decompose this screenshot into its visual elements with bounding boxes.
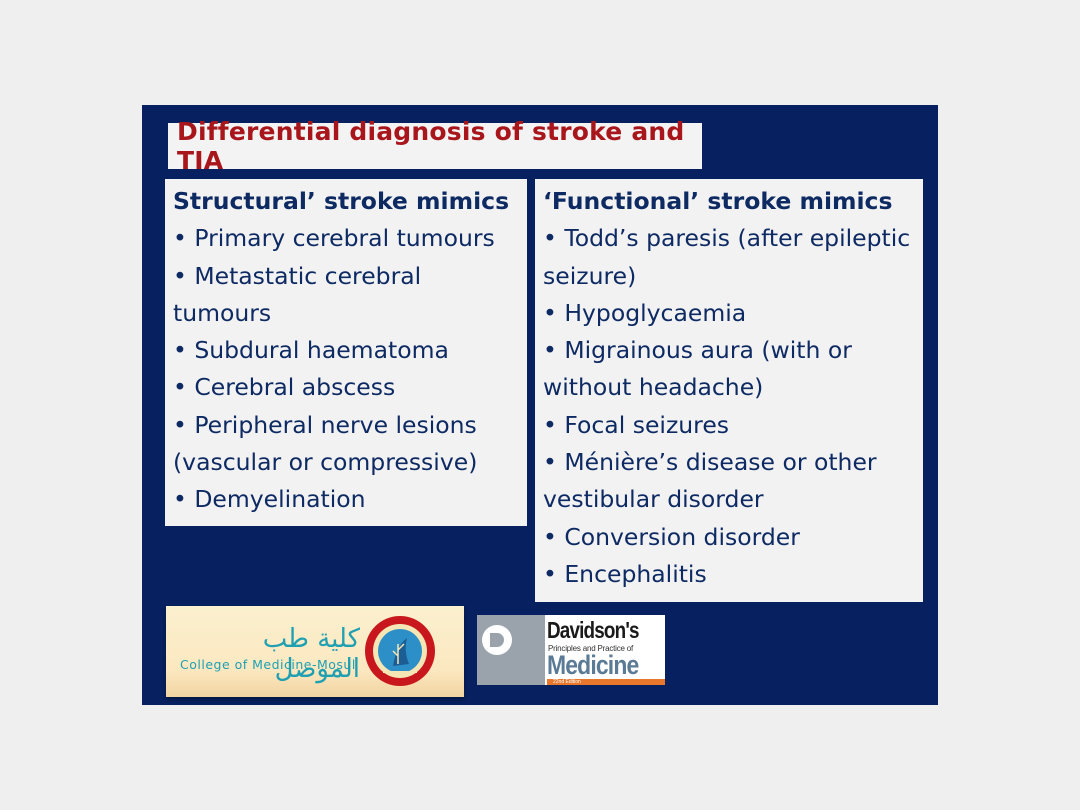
slide-title-box: Differential diagnosis of stroke and TIA [168,117,702,175]
slide: Differential diagnosis of stroke and TIA… [142,105,938,705]
functional-item: • Encephalitis [543,559,707,588]
davidson-edition: 22nd Edition [553,679,581,685]
davidsons-medicine-logo: Davidson's Principles and Practice of Me… [477,615,665,685]
functional-item: • Todd’s paresis (after epileptic seizur… [543,224,911,290]
functional-item: • Migrainous aura (with or without heada… [543,336,852,402]
mosul-seal-icon [365,616,435,686]
structural-mimics-box: Structural’ stroke mimics • Primary cere… [165,179,527,526]
structural-item: • Subdural haematoma [173,336,449,365]
functional-item: • Focal seizures [543,410,730,439]
functional-item: • Hypoglycaemia [543,298,747,327]
structural-item: • Demyelination [173,485,366,514]
functional-heading: ‘Functional’ stroke mimics [543,187,893,215]
mosul-english-name: College of Medicine-Mosul [180,657,356,672]
structural-item: • Cerebral abscess [173,373,396,402]
functional-item: • Ménière’s disease or other vestibular … [543,448,877,514]
mosul-arabic-name: كلية طب الموصل [262,624,360,684]
structural-item: • Peripheral nerve lesions (vascular or … [173,410,478,477]
davidson-subtitle: Principles and Practice of [548,644,634,653]
davidson-medicine: Medicine [547,650,639,680]
functional-mimics-box: ‘Functional’ stroke mimics • Todd’s pare… [535,179,923,602]
college-of-medicine-mosul-logo: كلية طب الموصل College of Medicine-Mosul [166,606,464,697]
structural-heading: Structural’ stroke mimics [173,187,510,215]
davidson-emblem-icon [477,615,545,685]
davidson-title: Davidson's [547,617,639,643]
structural-item: • Metastatic cerebral tumours [173,261,422,327]
functional-item: • Conversion disorder [543,522,800,551]
slide-title: Differential diagnosis of stroke and TIA [177,117,685,175]
davidson-edition-bar [547,679,665,685]
structural-item: • Primary cerebral tumours [173,224,495,253]
